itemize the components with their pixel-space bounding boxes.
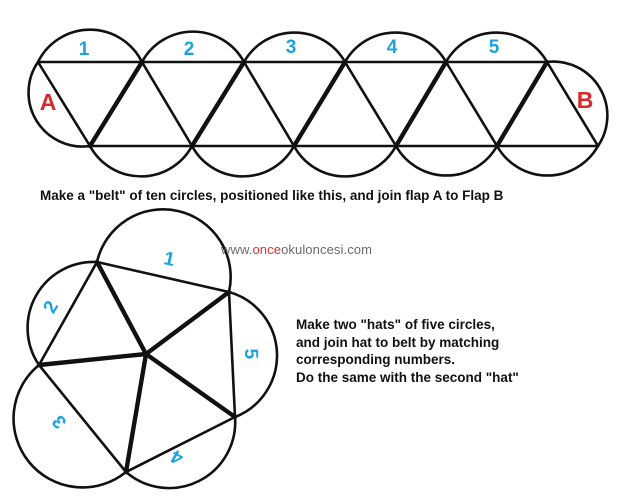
- hat-number-2: 2: [39, 297, 62, 317]
- belt-lower-arc-2: [190, 144, 296, 178]
- belt-diagonal: [291, 59, 348, 149]
- belt-lower-arc-5: [495, 144, 600, 177]
- belt-instruction-text: Make a "belt" of ten circles, positioned…: [40, 188, 504, 203]
- belt-upper-arc-4: [343, 31, 448, 64]
- belt-diagonal: [545, 60, 600, 148]
- belt-flap-a-label: A: [40, 89, 57, 115]
- belt-upper-arc-1: [36, 28, 144, 64]
- belt-diagonal: [189, 59, 247, 149]
- hat-spoke: [36, 351, 149, 368]
- belt-diagonal: [87, 59, 145, 149]
- belt-diagonal: [36, 60, 92, 148]
- belt-lower-arc-1: [88, 144, 194, 178]
- hat-pentagon: [37, 260, 237, 474]
- hat-instruction-line: Do the same with the second "hat": [296, 369, 519, 385]
- belt-diagonal: [393, 59, 449, 149]
- belt-number-2: 2: [184, 39, 195, 60]
- hat-number-3: 3: [48, 411, 71, 433]
- belt-upper-arc-5: [444, 31, 549, 64]
- belt-diagonal: [444, 60, 499, 148]
- belt-lower-arc-4: [394, 144, 499, 177]
- hat-instruction-text: Make two "hats" of five circles, and joi…: [296, 316, 519, 386]
- watermark-suffix: okuloncesi.com: [281, 242, 373, 257]
- hat-outer-arc-1: [95, 208, 232, 294]
- belt-number-3: 3: [286, 37, 297, 58]
- belt-upper-arc-2: [140, 30, 246, 64]
- watermark-accent: once: [252, 242, 282, 257]
- hat-instruction-line: Make two "hats" of five circles,: [296, 317, 495, 332]
- hat-outer-arc-5: [227, 290, 279, 419]
- belt-number-4: 4: [387, 37, 398, 58]
- belt-upper-arc-3: [242, 31, 347, 64]
- hat-outer-arc-4: [124, 415, 237, 490]
- belt-diagonal: [140, 60, 194, 148]
- watermark: www.onceokuloncesi.com: [221, 242, 372, 257]
- watermark-prefix: www.: [221, 242, 253, 257]
- hat-instruction-line: and join hat to belt by matching: [296, 334, 500, 350]
- belt-diagonal: [242, 60, 296, 148]
- belt-number-5: 5: [489, 37, 500, 58]
- hat-spoke: [143, 289, 232, 357]
- hat-outer-arc-2: [26, 260, 99, 367]
- belt-flap-a: [27, 60, 92, 148]
- belt-diagonal: [343, 60, 398, 148]
- hat-spoke: [94, 259, 149, 357]
- hat-number-5: 5: [240, 348, 261, 360]
- hat-outer-arc-3: [12, 363, 128, 489]
- belt-diagonal: [494, 59, 550, 149]
- belt-number-1: 1: [79, 39, 90, 60]
- belt-flap-b-label: B: [577, 87, 594, 113]
- hat-spoke: [123, 351, 149, 475]
- hat-instruction-line: corresponding numbers.: [296, 352, 456, 367]
- belt-flap-b: [545, 60, 609, 148]
- belt-lower-arc-3: [292, 144, 398, 178]
- hat-spoke: [143, 351, 238, 420]
- hat-number-1: 1: [162, 248, 177, 271]
